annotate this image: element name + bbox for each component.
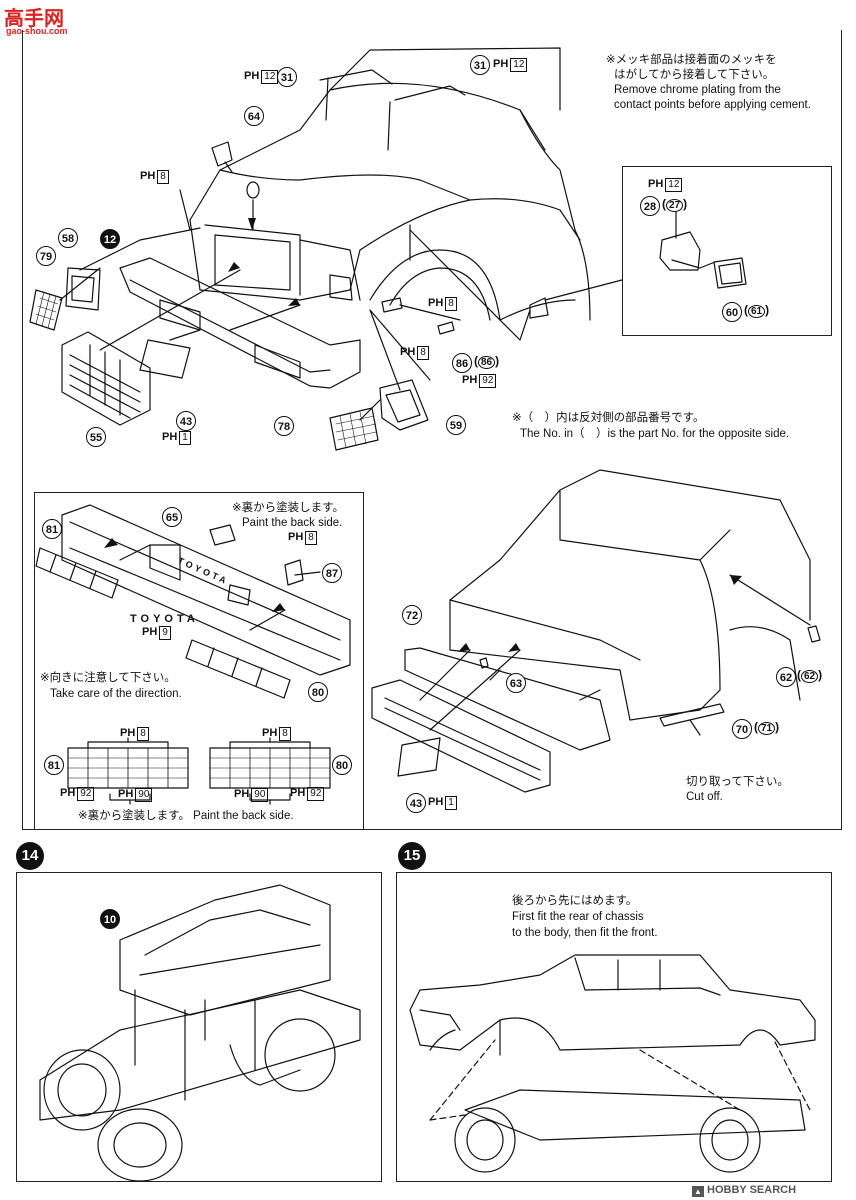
part-62: 62: [776, 667, 796, 687]
part-27-num: 27: [666, 199, 684, 212]
part-81-top: 81: [42, 519, 62, 539]
part-12: 12: [100, 229, 120, 249]
part-78: 78: [274, 416, 294, 436]
part-80-top: 80: [308, 682, 328, 702]
note-chrome-jp2: はがしてから接着して下さい。: [614, 69, 775, 81]
part-71-num: 71: [758, 722, 776, 735]
grille-detail-drawing: [35, 504, 351, 805]
panel-chrome-detail: [622, 166, 832, 336]
part-60: 60: [722, 302, 742, 322]
part-28: 28: [640, 196, 660, 216]
part-81-bottom: 81: [44, 755, 64, 775]
chrome-detail-drawing: [659, 211, 747, 289]
part-62-opposite: (62): [797, 668, 823, 683]
part-43-top: 43: [176, 411, 196, 431]
site-url: gao-shou.com: [6, 26, 68, 36]
note-rear-en2: to the body, then fit the front.: [512, 927, 658, 939]
note-chrome-en2: contact points before applying cement.: [614, 99, 811, 111]
note-paint-back-bottom: ※裏から塗装します。 Paint the back side.: [78, 810, 294, 822]
hobby-search-brand: ▲HOBBY SEARCH: [692, 1184, 796, 1197]
car-rear-assembly-drawing: [371, 469, 821, 793]
part-10: 10: [100, 909, 120, 929]
step15-drawing: [409, 954, 816, 1173]
hobby-search-text: HOBBY SEARCH: [707, 1184, 797, 1196]
note-rear-jp: 後ろから先にはめます。: [512, 895, 638, 907]
part-27-opposite: (27): [662, 197, 688, 212]
note-paint-back-jp: ※裏から塗装します。: [232, 502, 344, 514]
site-logo: 高手网: [4, 2, 64, 31]
arrow-heads: [104, 218, 742, 652]
hobby-search-logo-icon: ▲: [692, 1186, 704, 1197]
note-direction-jp: ※向きに注意して下さい。: [40, 672, 176, 684]
note-opposite-jp: ※（ ）内は反対側の部品番号です。: [512, 412, 705, 424]
part-63: 63: [506, 673, 526, 693]
part-71-opposite: (71): [754, 720, 780, 735]
step-15-badge: 15: [398, 842, 426, 870]
part-86-opposite-num: 86: [478, 356, 496, 369]
panel-grille-detail: [34, 492, 364, 830]
bumper-parts-drawing: [29, 77, 623, 451]
step14-drawing: [39, 884, 361, 1182]
car-front-body-drawing: [179, 47, 591, 321]
note-chrome-en1: Remove chrome plating from the: [614, 84, 781, 96]
site-logo-glyphs: 高手网: [4, 8, 64, 30]
part-70: 70: [732, 719, 752, 739]
part-62-opposite-num: 62: [801, 670, 819, 683]
part-72: 72: [402, 605, 422, 625]
note-paint-back-en: Paint the back side.: [242, 517, 343, 529]
panel-step14: [16, 872, 382, 1182]
note-opposite-en: The No. in（ ）is the part No. for the opp…: [520, 428, 790, 440]
note-direction-en: Take care of the direction.: [50, 688, 182, 700]
part-43-bottom: 43: [406, 793, 426, 813]
note-rear-en1: First fit the rear of chassis: [512, 911, 644, 923]
part-86: 86: [452, 353, 472, 373]
part-86-opposite: (86): [474, 354, 500, 369]
part-65: 65: [162, 507, 182, 527]
part-31-right: 31: [470, 55, 490, 75]
part-58: 58: [58, 228, 78, 248]
step-14-badge: 14: [16, 842, 44, 870]
toyota-emblem-label: TOYOTA: [130, 613, 199, 625]
part-61-num: 61: [748, 305, 766, 318]
part-31-left: 31: [277, 67, 297, 87]
note-cut-en: Cut off.: [686, 791, 723, 803]
panel-step15: [396, 872, 832, 1182]
panel-top-main: [22, 30, 842, 830]
part-87: 87: [322, 563, 342, 583]
part-55: 55: [86, 427, 106, 447]
note-chrome-jp: ※メッキ部品は接着面のメッキを: [606, 54, 777, 66]
part-79: 79: [36, 246, 56, 266]
part-80-bottom: 80: [332, 755, 352, 775]
note-cut-jp: 切り取って下さい。: [686, 776, 789, 788]
part-61-opposite: (61): [744, 303, 770, 318]
part-59: 59: [446, 415, 466, 435]
part-64: 64: [244, 106, 264, 126]
